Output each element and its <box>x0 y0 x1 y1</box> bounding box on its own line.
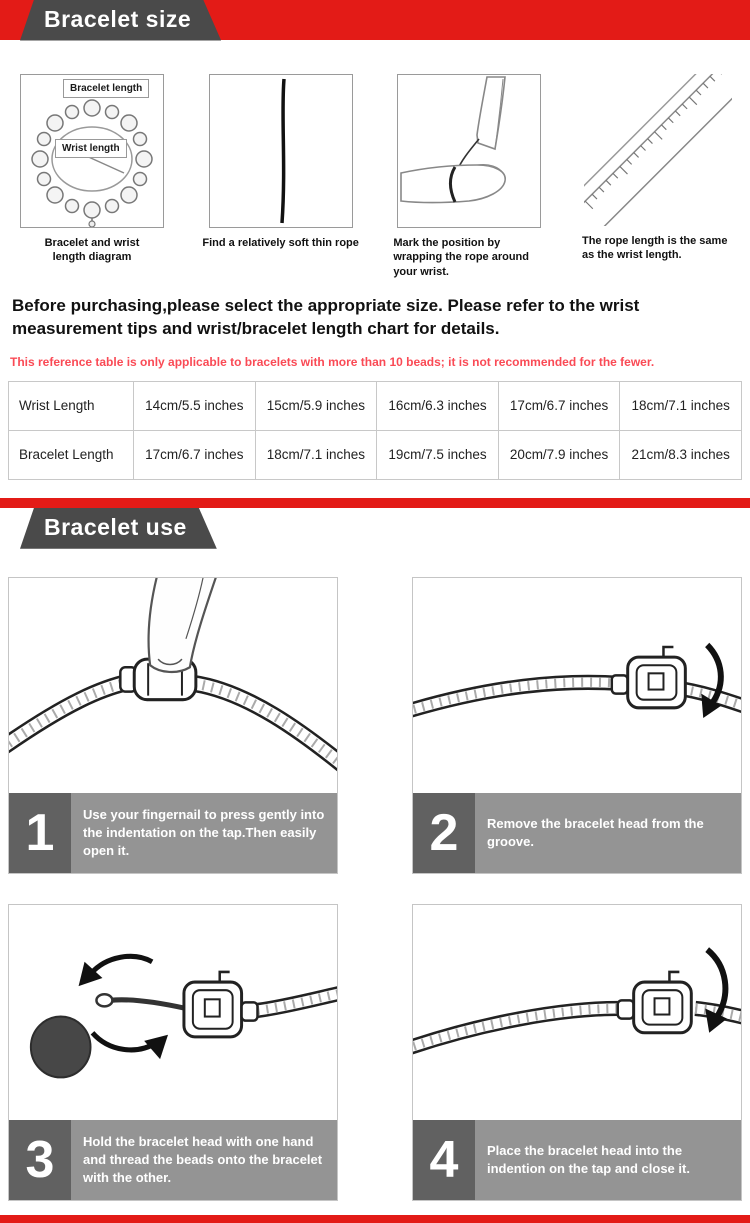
table-cell: 16cm/6.3 inches <box>376 380 499 431</box>
bracelet-diagram-image: Bracelet length Wrist length <box>20 74 164 228</box>
row-header: Bracelet Length <box>8 429 134 480</box>
bracelet-illustration <box>31 99 153 227</box>
table-cell: 14cm/5.5 inches <box>133 380 256 431</box>
step-number: 2 <box>413 792 475 873</box>
figure-rope: Find a relatively soft thin rope <box>197 74 365 279</box>
table-cell: 15cm/5.9 inches <box>254 380 378 431</box>
ruler-illustration <box>583 74 732 226</box>
step4-illustration <box>413 905 741 1120</box>
step3-caption-bar: 3 Hold the bracelet head with one hand a… <box>9 1119 337 1200</box>
figure-caption: The rope length is the same as the wrist… <box>581 235 728 262</box>
step-instruction: Use your fingernail to press gently into… <box>71 792 337 873</box>
step2-illustration <box>413 578 741 793</box>
rope-image <box>208 74 353 228</box>
step2-caption-bar: 2 Remove the bracelet head from the groo… <box>413 792 741 873</box>
step-number: 3 <box>9 1119 71 1200</box>
usage-steps-grid: 1 Use your fingernail to press gently in… <box>0 576 750 1201</box>
table-cell: 17cm/6.7 inches <box>133 429 256 480</box>
figure-caption: Find a relatively soft thin rope <box>202 237 359 249</box>
step-card-4: 4 Place the bracelet head into the inden… <box>412 903 742 1201</box>
step-card-1: 1 Use your fingernail to press gently in… <box>8 576 338 874</box>
wrist-length-row: Wrist Length 14cm/5.5 inches 15cm/5.9 in… <box>8 380 742 431</box>
wrist-length-label: Wrist length <box>55 139 127 158</box>
row-header: Wrist Length <box>8 380 134 431</box>
figure-wrap-wrist: Mark the position by wrapping the rope a… <box>385 74 553 279</box>
ruler-image <box>583 74 732 226</box>
step-card-3: 3 Hold the bracelet head with one hand a… <box>8 903 338 1201</box>
bracelet-length-row: Bracelet Length 17cm/6.7 inches 18cm/7.1… <box>8 429 742 480</box>
hands-illustration <box>400 76 507 204</box>
table-cell: 18cm/7.1 inches <box>254 429 378 480</box>
step-card-2: 2 Remove the bracelet head from the groo… <box>412 576 742 874</box>
table-cell: 20cm/7.9 inches <box>497 429 621 480</box>
bracelet-size-ribbon-title: Bracelet size <box>20 0 221 41</box>
table-cell: 18cm/7.1 inches <box>619 380 742 431</box>
red-divider-strip <box>0 497 750 508</box>
reference-table-note: This reference table is only applicable … <box>10 354 655 369</box>
rope-illustration <box>279 78 286 224</box>
step1-caption-bar: 1 Use your fingernail to press gently in… <box>9 792 337 873</box>
wrap-wrist-image <box>397 74 542 228</box>
bracelet-size-banner: Bracelet size <box>0 0 750 40</box>
step-number: 1 <box>9 792 71 873</box>
size-selection-intro: Before purchasing,please select the appr… <box>12 295 640 338</box>
table-cell: 17cm/6.7 inches <box>497 380 621 431</box>
bottom-divider-bar <box>0 1214 750 1223</box>
table-cell: 21cm/8.3 inches <box>619 429 742 480</box>
figure-ruler: The rope length is the same as the wrist… <box>574 74 742 279</box>
figure-caption: Bracelet and wrist length diagram <box>44 237 140 264</box>
bracelet-use-ribbon-title: Bracelet use <box>20 508 217 549</box>
bracelet-length-label: Bracelet length <box>63 79 150 98</box>
table-cell: 19cm/7.5 inches <box>376 429 499 480</box>
figure-bracelet-diagram: Bracelet length Wrist length Bracelet an… <box>8 74 176 279</box>
step-instruction: Remove the bracelet head from the groove… <box>475 792 741 873</box>
step3-illustration <box>9 905 337 1120</box>
measurement-figures-row: Bracelet length Wrist length Bracelet an… <box>0 74 750 279</box>
figure-caption: Mark the position by wrapping the rope a… <box>393 237 529 278</box>
step4-caption-bar: 4 Place the bracelet head into the inden… <box>413 1119 741 1200</box>
step1-illustration <box>9 577 337 793</box>
step-instruction: Place the bracelet head into the indenti… <box>475 1119 741 1200</box>
bracelet-use-banner: Bracelet use <box>0 497 750 549</box>
step-instruction: Hold the bracelet head with one hand and… <box>71 1119 337 1200</box>
step-number: 4 <box>413 1119 475 1200</box>
size-chart-table: Wrist Length 14cm/5.5 inches 15cm/5.9 in… <box>8 380 742 480</box>
